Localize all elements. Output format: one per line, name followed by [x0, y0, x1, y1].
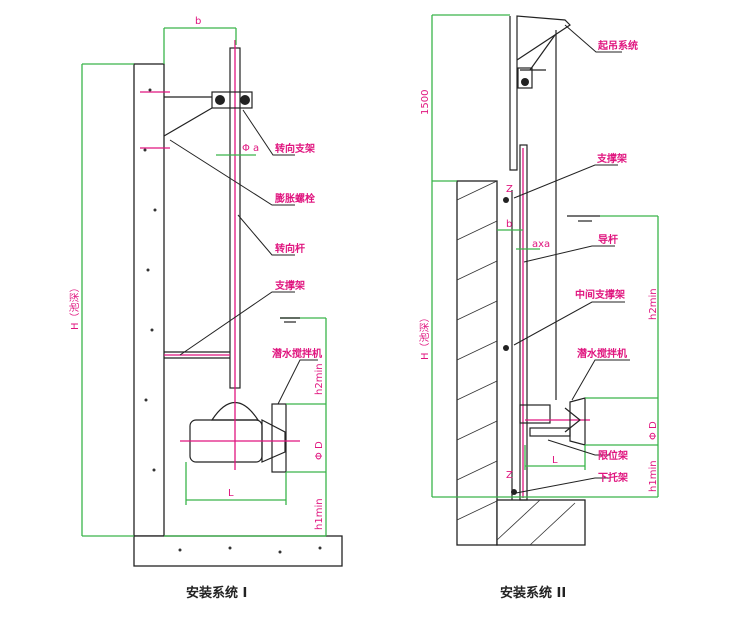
label-support-frame-2: 支撑架 — [596, 152, 627, 165]
dim-phi-a: Φ a — [242, 143, 259, 154]
label-guide-rod: 导杆 — [598, 233, 618, 246]
dim-D-2: Φ D — [648, 421, 659, 440]
dim-h1-2: h1min — [648, 460, 659, 492]
dim-H-2: H（池深） — [418, 312, 431, 360]
dim-h2-2: h2min — [648, 288, 659, 320]
label-lifting-system: 起吊系统 — [597, 39, 638, 52]
diagram-1: b Φ a H（池深） h2min Φ D h1min L 转向支架 膨胀螺栓 … — [68, 16, 343, 601]
label-mixer-1: 潜水搅拌机 — [272, 347, 322, 360]
label-expansion-bolt: 膨胀螺栓 — [275, 192, 315, 205]
wall-2 — [456, 180, 498, 546]
dim-D-1: Φ D — [314, 441, 325, 460]
dim-L-2: L — [552, 455, 558, 466]
dim-H-1: H（池深） — [68, 282, 81, 330]
label-mixer-2: 潜水搅拌机 — [577, 347, 627, 360]
concrete-texture — [143, 88, 322, 554]
dim-h2-1: h2min — [314, 363, 325, 395]
dim-1500: 1500 — [420, 90, 431, 115]
caption-1: 安装系统 I — [186, 585, 247, 601]
label-lower-bracket: 下托架 — [598, 471, 628, 484]
diagram-2: 1500 H（池深） Z Z b axa h2min Φ D h1min L 起… — [418, 14, 659, 601]
dim-b-1: b — [195, 16, 201, 27]
label-turning-rod: 转向杆 — [275, 242, 305, 255]
dim-Z-bottom: Z — [506, 470, 513, 481]
floor-2 — [496, 499, 586, 546]
wall-1 — [133, 63, 165, 537]
label-support-frame-1: 支撑架 — [274, 279, 305, 292]
label-turning-bracket: 转向支架 — [275, 142, 315, 155]
dim-L-1: L — [228, 488, 234, 499]
dim-h1-1: h1min — [314, 498, 325, 530]
hatch — [456, 180, 576, 546]
dim-Z-top: Z — [506, 184, 513, 195]
label-middle-support: 中间支撑架 — [575, 288, 625, 301]
caption-2: 安装系统 II — [500, 585, 566, 601]
dim-b-2: b — [506, 219, 512, 230]
floor-1 — [133, 535, 343, 567]
label-limit-frame: 限位架 — [598, 449, 628, 462]
dim-axa: axa — [532, 239, 550, 250]
